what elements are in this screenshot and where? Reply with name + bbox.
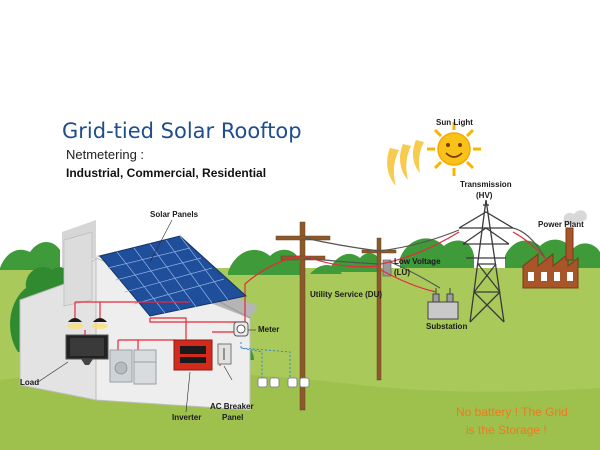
transmission-label: Transmission [460, 180, 512, 189]
leader-lines [37, 219, 256, 413]
lamp-glow [67, 323, 108, 329]
ac-breaker-panel-label: Panel [222, 413, 244, 422]
low-voltage-lu-label: (LU) [394, 268, 410, 277]
power-plant-label: Power Plant [538, 220, 584, 229]
inverter-label: Inverter [172, 413, 202, 422]
sun-rays-icon [387, 140, 424, 186]
chimney [63, 231, 93, 307]
utility-pole-large [275, 221, 331, 411]
transmission-tower-icon [458, 199, 514, 323]
netmetering-label: Netmetering : [66, 147, 145, 162]
tv-icon [65, 334, 109, 365]
meter-icon [233, 321, 249, 337]
sun-light-label: Sun Light [436, 118, 473, 127]
substation-icon [427, 288, 459, 320]
solar-panels-label: Solar Panels [150, 210, 199, 219]
fridge-icon [133, 349, 157, 385]
note-line-1: No battery ! The Grid [456, 405, 568, 419]
meter-label: Meter [258, 325, 280, 334]
diagram-title: Grid-tied Solar Rooftop [62, 119, 302, 143]
ac-breaker-label: AC Breaker [210, 402, 254, 411]
substation-label: Substation [426, 322, 468, 331]
washer-icon [109, 349, 133, 383]
note-line-2: is the Storage ! [466, 423, 547, 437]
solar-panels-icon [99, 235, 248, 317]
pole-transformer-icon [382, 259, 392, 277]
sector-list: Industrial, Commercial, Residential [66, 166, 267, 180]
low-voltage-label: Low Voltage [394, 257, 441, 266]
inverter-icon [173, 339, 213, 371]
ac-breaker-panel-icon [217, 343, 232, 365]
callout-lines [240, 342, 291, 378]
outlet-icons [257, 377, 310, 388]
sun-icon [427, 122, 481, 176]
house-wiring [74, 296, 246, 366]
load-label: Load [20, 378, 40, 387]
transmission-hv-label: (HV) [476, 191, 493, 200]
utility-pole-small [361, 237, 397, 381]
energy-flow-wires [244, 231, 549, 296]
power-plant-icon [522, 210, 587, 289]
utility-service-label: Utility Service (DU) [310, 290, 383, 299]
ceiling-lamps [68, 318, 107, 322]
